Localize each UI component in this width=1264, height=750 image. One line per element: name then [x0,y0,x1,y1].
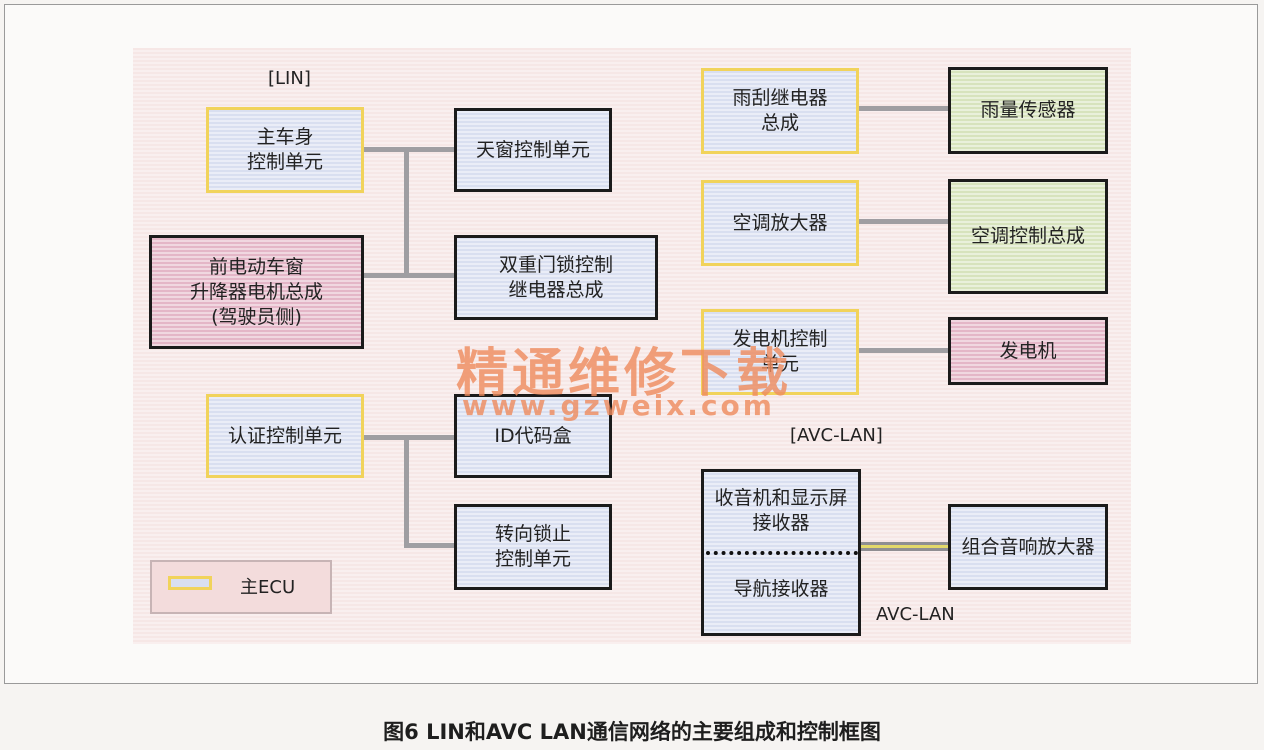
wiper-relay-assembly: 雨刮继电器 总成 [701,68,859,154]
lin-bus-trunk-2 [404,435,409,548]
receiver-divider [706,551,858,555]
watermark-text: 精通维修下载 [456,344,793,404]
main-body-control-unit: 主车身 控制单元 [206,107,364,193]
link-ac-amplifier-control [858,219,950,224]
double-lock-relay-assembly: 双重门锁控制 继电器总成 [454,235,658,320]
legend-main-ecu-label: 主ECU [240,577,296,598]
lin-link-main-body [363,147,407,152]
avc-lan-bus-label: AVC-LAN [876,604,955,625]
lin-link-certification [363,435,455,440]
combined-audio-amplifier: 组合音响放大器 [948,504,1108,590]
radio-display-receiver-label: 收音机和显示屏 接收器 [714,487,848,534]
lin-link-double-lock [407,273,455,278]
generator: 发电机 [948,317,1108,385]
ac-amplifier: 空调放大器 [701,180,859,266]
lin-bus-trunk [404,147,409,277]
rain-sensor: 雨量传感器 [948,67,1108,154]
lin-label: [LIN] [268,68,311,89]
navigation-receiver-label: 导航接收器 [733,577,829,600]
legend-main-ecu-swatch [168,576,212,590]
avc-lan-header-label: [AVC-LAN] [790,425,883,446]
front-power-window-motor: 前电动车窗 升降器电机总成 (驾驶员侧) [149,235,364,349]
link-wiper-rain [858,106,950,111]
certification-control-unit: 认证控制单元 [206,394,364,478]
watermark-url: www.gzweix.com [462,389,775,422]
sunroof-control-unit: 天窗控制单元 [454,108,612,192]
generator-control-unit: 发电机控制 单元 [701,309,859,395]
lin-link-sunroof [407,147,455,152]
lin-link-front-window [363,273,407,278]
avc-lan-bus-line-bottom [860,548,950,551]
figure-caption: 图6 LIN和AVC LAN通信网络的主要组成和控制框图 [383,720,881,744]
ac-control-assembly: 空调控制总成 [948,179,1108,294]
lin-link-steering-lock [407,543,455,548]
avc-lan-bus-line-top [860,542,950,545]
avc-lan-bus-line-mid [860,545,950,548]
link-generator [858,348,950,353]
steering-lock-control-unit: 转向锁止 控制单元 [454,504,612,590]
id-code-box: ID代码盒 [454,394,612,478]
